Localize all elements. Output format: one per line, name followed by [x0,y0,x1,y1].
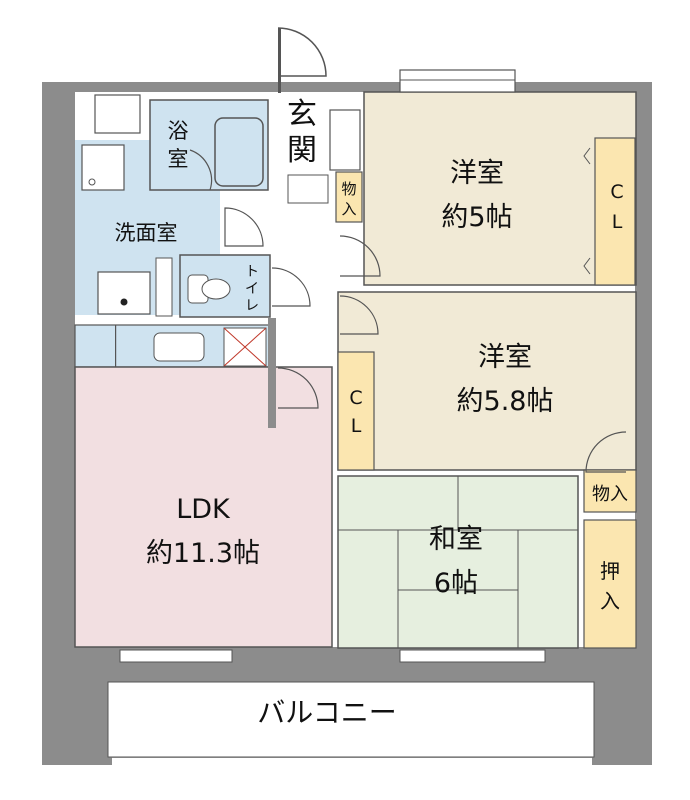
toilet-bowl [201,278,231,300]
western-1-door-swing [339,235,381,277]
bathtub [214,117,264,187]
entrance-storage-label-top: 物 [341,180,356,198]
japanese-size: 6帖 [434,568,478,599]
mid-storage [583,469,637,513]
western-2-size: 約5.8帖 [457,386,554,417]
toilet-label-bottom: レ [245,298,259,314]
oshiire-label-bottom: 入 [600,589,620,613]
western-room-1-closet [594,137,636,286]
toilet-partition [155,257,173,317]
toilet-label-top: ト [245,264,259,280]
oshiire-label-top: 押 [600,559,620,583]
toilet-label-mid: イ [245,281,259,297]
washroom-door-swing [224,207,264,247]
wash-basin [97,271,151,315]
western-room-1-floor [363,91,637,286]
wall-pillar-right [592,650,652,765]
entrance-label-top: 玄 [287,97,317,132]
western-1-closet-label-bottom: L [612,211,623,233]
western-2-label: 洋室 [478,342,532,373]
ldk-size: 約11.3帖 [146,538,260,569]
window-western-1 [399,69,516,93]
oshiire-closet [583,519,637,649]
entrance-label-bottom: 関 [287,133,317,168]
ldk-floor [74,366,333,648]
storage-door-swing [585,431,627,473]
washroom-label: 洗面室 [115,221,178,245]
entrance-step [287,174,329,204]
ldk-wall-stub [268,318,276,428]
entrance-storage-label-bottom: 入 [341,200,356,218]
entrance-door-swing [277,27,327,77]
bath-floor [149,99,269,191]
western-2-closet-label-top: C [349,387,362,409]
drain-icon [88,178,96,186]
washing-machine-space [81,144,125,191]
western-2-closet-label-bottom: L [351,415,362,437]
western-room-2-floor [337,291,637,471]
balcony-label: バルコニー [257,696,396,729]
western-2-door-swing [339,295,379,335]
wall-pillar-left [42,650,112,765]
balcony-floor [107,681,595,758]
basin-drain-icon [120,298,128,306]
kitchen-sink [153,332,205,362]
western-1-size: 約5帖 [441,202,512,233]
japanese-label: 和室 [429,524,483,555]
bath-label-bottom: 室 [168,147,189,171]
western-1-label: 洋室 [450,158,504,189]
bath-door-swing [189,149,213,191]
entrance-shoe-box [329,109,361,171]
ldk-door-swing [277,367,319,409]
western-1-closet-label-top: C [610,181,623,203]
western-room-2-closet [337,351,375,471]
window-ldk [119,649,233,663]
bath-label-top: 浴 [168,119,189,143]
ldk-label: LDK [176,494,231,525]
window-japanese [399,649,546,663]
duct-space [94,94,141,134]
mid-storage-label: 物入 [592,484,628,505]
entrance-storage [335,171,363,223]
toilet-door-swing [271,267,311,307]
